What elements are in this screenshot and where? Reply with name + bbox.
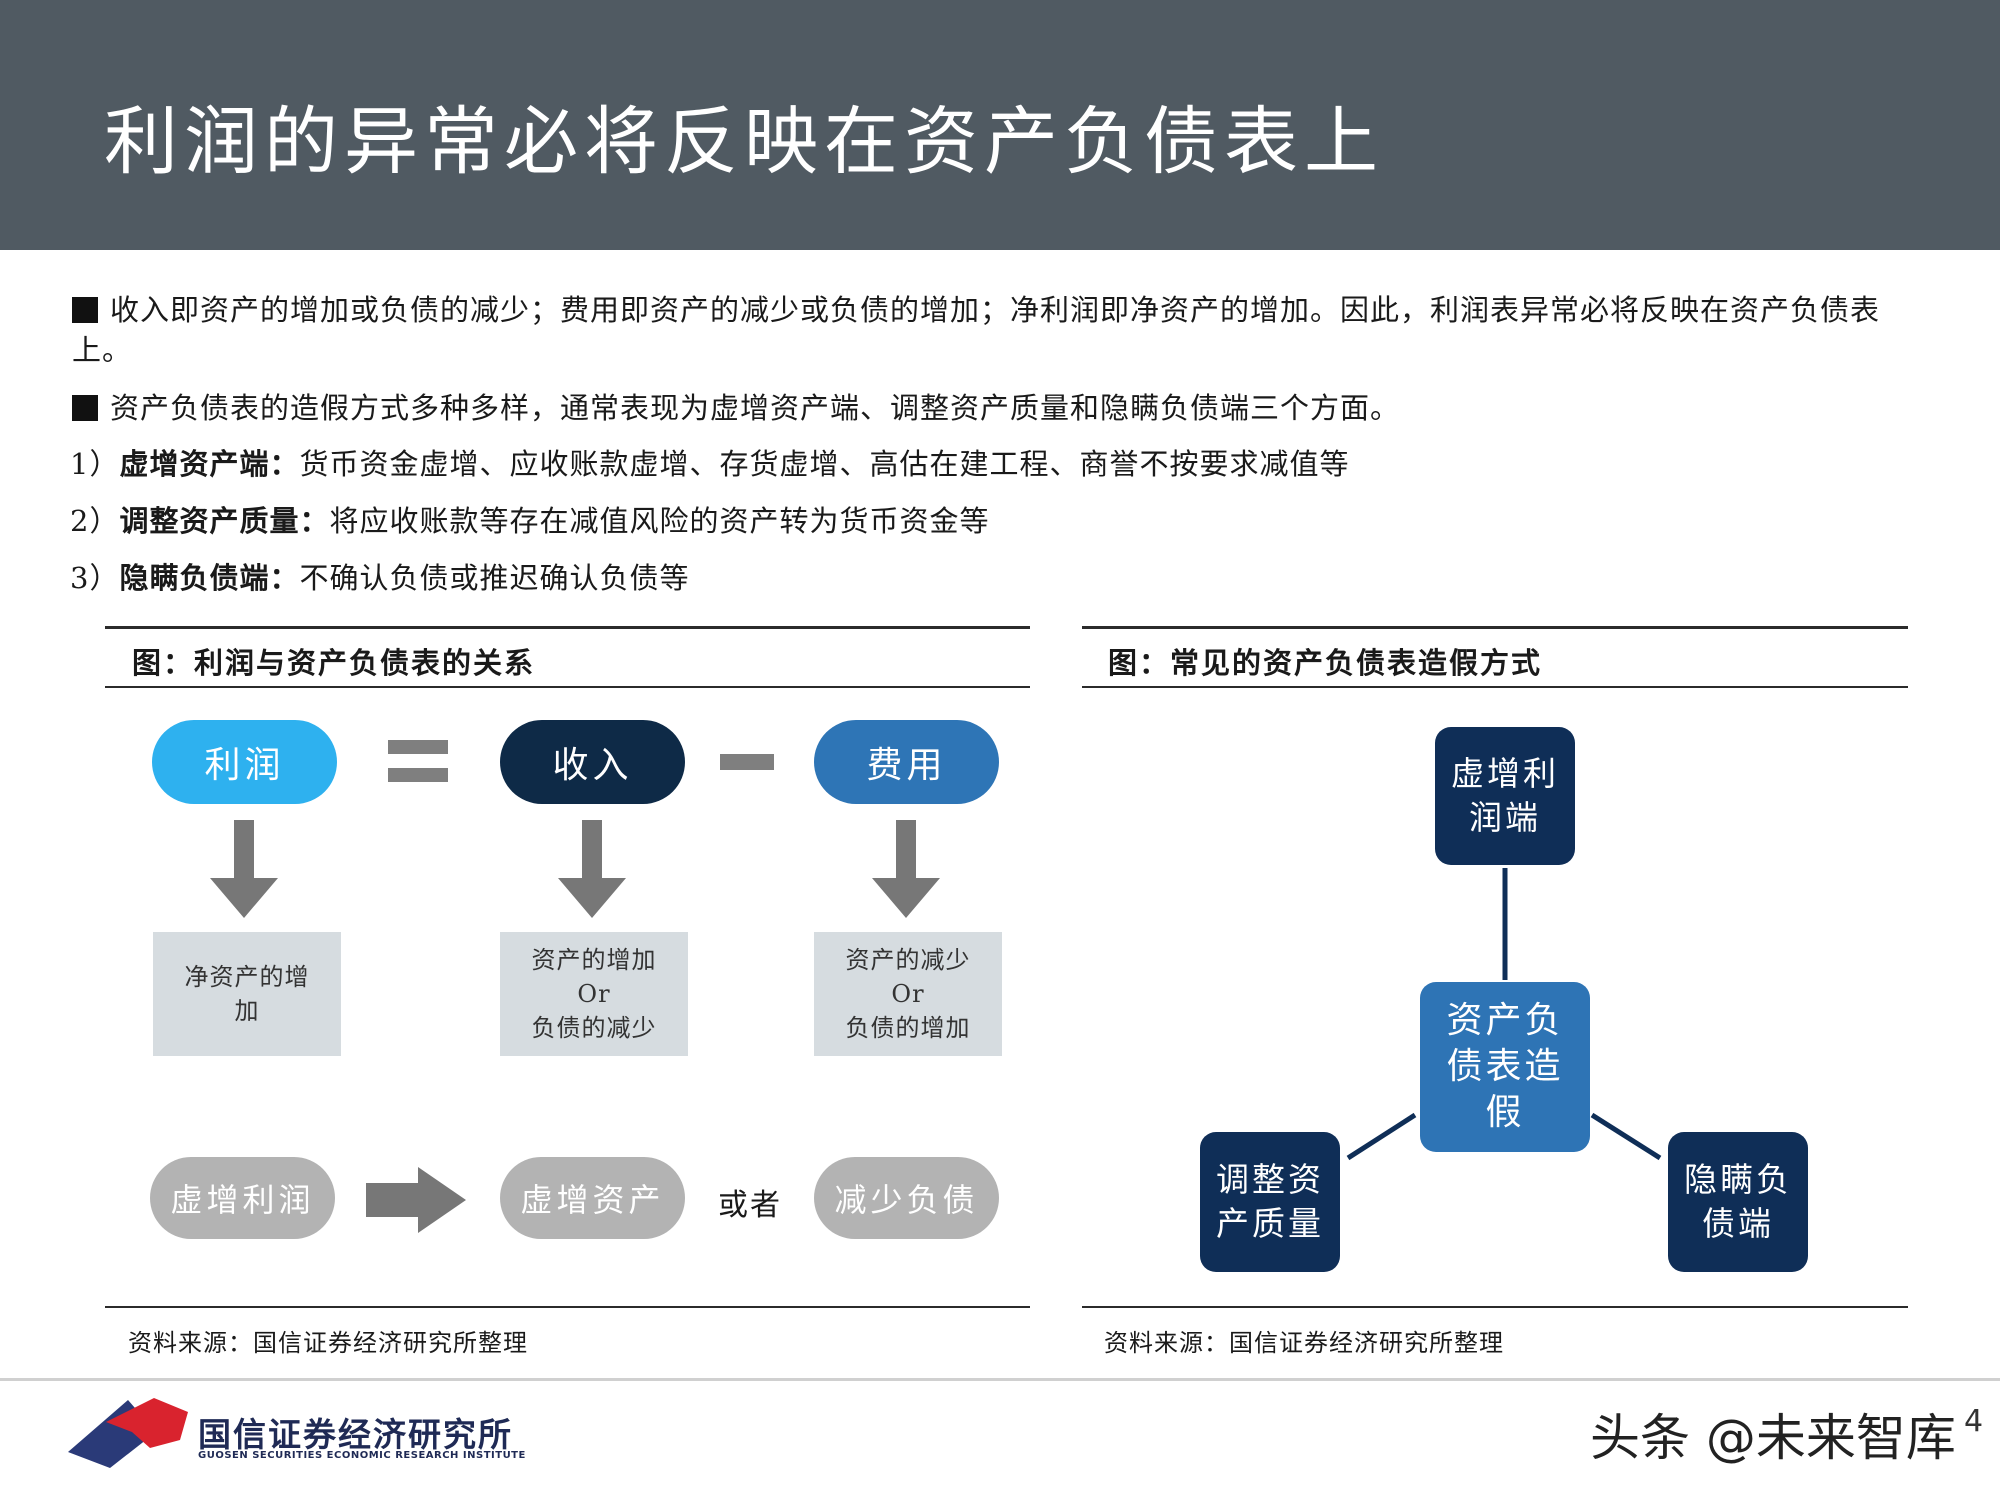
list-item-text: 不确认负债或推迟确认负债等 [299,561,690,595]
revenue-pill: 收入 [500,720,685,804]
square-bullet-icon [72,297,98,323]
down-arrow-icon [558,820,626,918]
box-line: 资产的增加 [531,946,657,974]
list-item-3: 3）隐瞒负债端：不确认负债或推迟确认负债等 [70,558,689,598]
figure-1-top-rule [105,626,1030,629]
guosen-logo-icon [68,1398,188,1468]
equals-sign-icon [388,768,448,782]
node-inflate-profit: 虚增利润端 [1435,727,1575,865]
node-hide-liabilities: 隐瞒负债端 [1668,1132,1808,1272]
list-item-number: 2） [70,504,120,538]
connector-line-left [1346,1112,1417,1161]
list-item-term: 调整资产质量： [119,504,330,538]
list-item-number: 3） [70,561,120,595]
watermark: 头条 @未来智库 [1590,1409,1956,1467]
bullet-2-text: 资产负债表的造假方式多种多样，通常表现为虚增资产端、调整资产质量和隐瞒负债端三个… [110,391,1401,425]
equals-sign-icon [388,740,448,754]
box-line: 资产的减少 [845,946,971,974]
square-bullet-icon [72,395,98,421]
reduce-liabilities-pill: 减少负债 [814,1157,999,1239]
bullet-paragraph-1: 收入即资产的增加或负债的减少；费用即资产的减少或负债的增加；净利润即净资产的增加… [72,290,1922,370]
down-arrow-icon [210,820,278,918]
figure-2-title-rule [1082,686,1908,688]
list-item-term: 虚增资产端： [119,447,300,481]
figure-2-bottom-rule [1082,1306,1908,1308]
or-text: 或者 [718,1188,782,1223]
list-item-term: 隐瞒负债端： [119,561,300,595]
box-line: 净资产的增 [184,963,310,991]
box-line: Or [577,980,611,1008]
right-arrow-icon [366,1167,466,1233]
box-line: 负债的增加 [845,1014,971,1042]
list-item-2: 2）调整资产质量：将应收账款等存在减值风险的资产转为货币资金等 [70,501,989,541]
figure-2-title: 图：常见的资产负债表造假方式 [1108,646,1543,680]
fake-profit-pill: 虚增利润 [150,1157,335,1239]
logo-english-name: GUOSEN SECURITIES ECONOMIC RESEARCH INST… [198,1450,526,1461]
page-title: 利润的异常必将反映在资产负债表上 [104,99,1384,185]
minus-sign-icon [720,754,774,770]
figure-1-bottom-rule [105,1306,1030,1308]
title-banner: 利润的异常必将反映在资产负债表上 [0,0,2000,250]
figure-1-title-rule [105,686,1030,688]
asset-increase-box: 资产的增加 Or 负债的减少 [500,932,688,1056]
expense-pill: 费用 [814,720,999,804]
page-number: 4 [1964,1404,1984,1439]
list-item-text: 货币资金虚增、应收账款虚增、存货虚增、高估在建工程、商誉不按要求减值等 [299,447,1350,481]
net-assets-box: 净资产的增 加 [153,932,341,1056]
fake-assets-pill: 虚增资产 [500,1157,685,1239]
box-line: 加 [234,997,260,1025]
figure-2-source: 资料来源：国信证券经济研究所整理 [1104,1329,1504,1357]
asset-decrease-box: 资产的减少 Or 负债的增加 [814,932,1002,1056]
box-line: 负债的减少 [531,1014,657,1042]
profit-pill: 利润 [152,720,337,804]
list-item-text: 将应收账款等存在减值风险的资产转为货币资金等 [329,504,990,538]
figure-2-top-rule [1082,626,1908,629]
footer-divider [0,1378,2000,1381]
figure-1-title: 图：利润与资产负债表的关系 [132,646,536,680]
logo-chinese-name: 国信证券经济研究所 [198,1415,513,1454]
box-line: Or [891,980,925,1008]
bullet-paragraph-2: 资产负债表的造假方式多种多样，通常表现为虚增资产端、调整资产质量和隐瞒负债端三个… [72,388,1922,428]
list-item-1: 1）虚增资产端：货币资金虚增、应收账款虚增、存货虚增、高估在建工程、商誉不按要求… [70,444,1349,484]
figure-1-source: 资料来源：国信证券经济研究所整理 [128,1329,528,1357]
down-arrow-icon [872,820,940,918]
node-balance-sheet-fraud: 资产负债表造假 [1420,982,1590,1152]
connector-line-right [1590,1112,1662,1161]
node-adjust-asset-quality: 调整资产质量 [1200,1132,1340,1272]
bullet-1-text: 收入即资产的增加或负债的减少；费用即资产的减少或负债的增加；净利润即净资产的增加… [72,293,1881,367]
list-item-number: 1） [70,447,120,481]
